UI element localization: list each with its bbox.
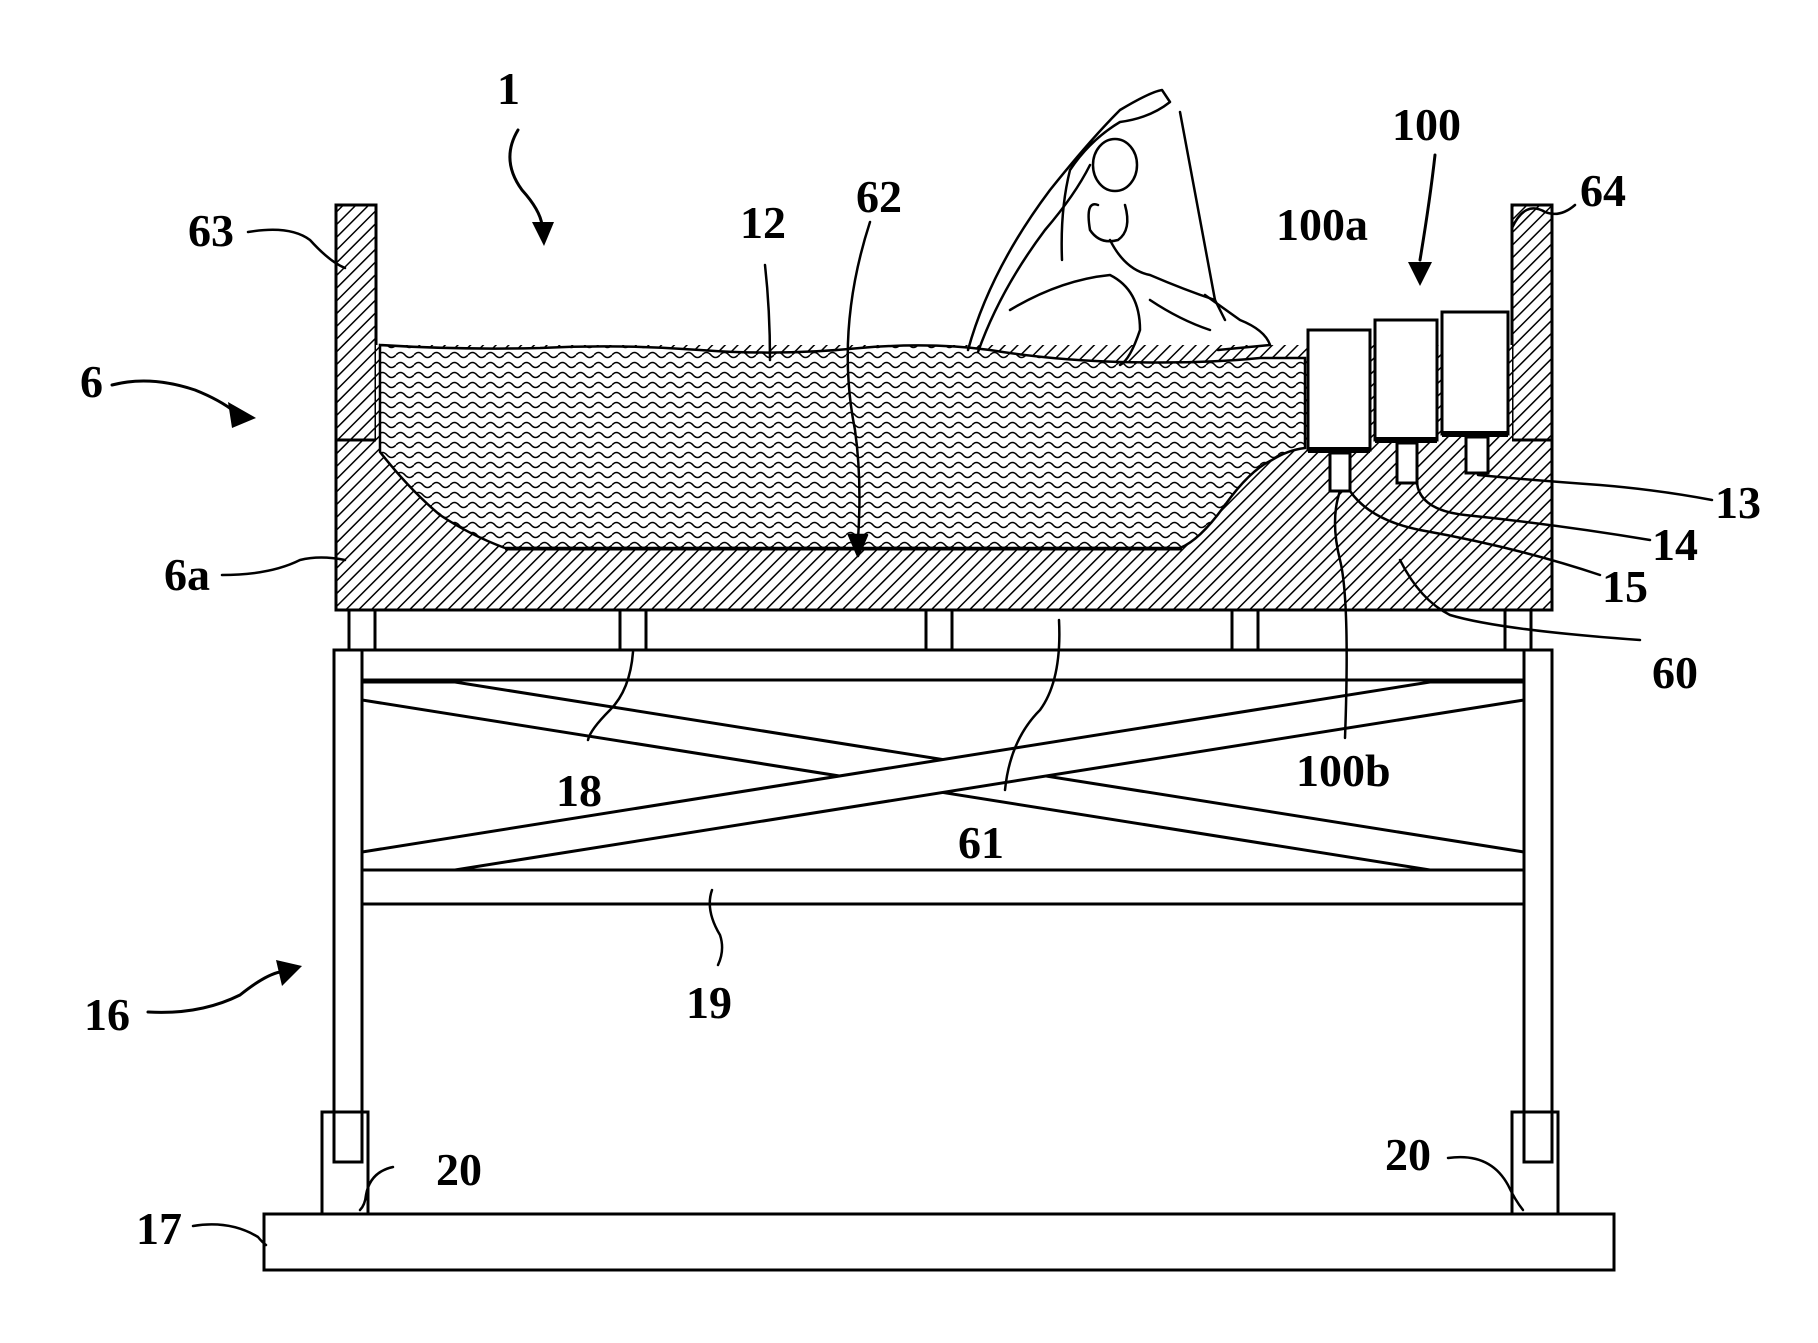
- module-2: [1375, 320, 1437, 440]
- label-100b: 100b: [1296, 745, 1391, 796]
- label-60: 60: [1652, 647, 1698, 698]
- left-leg: [334, 650, 362, 1162]
- label-62: 62: [856, 171, 902, 222]
- arrow-6: [112, 381, 235, 412]
- label-61: 61: [958, 817, 1004, 868]
- base-slab-17: [264, 1214, 1614, 1270]
- label-15: 15: [1602, 561, 1648, 612]
- piston-14: [1397, 443, 1417, 483]
- beam-19: [334, 870, 1552, 904]
- module-3: [1442, 312, 1508, 434]
- piston-15: [1330, 453, 1350, 491]
- arrow-100: [1420, 155, 1435, 260]
- label-19: 19: [686, 977, 732, 1028]
- wave-generator-100: [1308, 312, 1508, 491]
- label-63: 63: [188, 205, 234, 256]
- label-100: 100: [1392, 99, 1461, 150]
- label-16: 16: [84, 989, 130, 1040]
- label-100a: 100a: [1276, 199, 1368, 250]
- module-100a: [1308, 330, 1370, 450]
- label-17: 17: [136, 1203, 182, 1254]
- support-posts-18: [349, 610, 1531, 652]
- label-14: 14: [1652, 519, 1698, 570]
- piston-13: [1466, 437, 1488, 473]
- label-64: 64: [1580, 165, 1626, 216]
- right-leg: [1524, 650, 1552, 1162]
- arrow-16: [148, 972, 280, 1012]
- arrow-1: [510, 130, 542, 225]
- label-1: 1: [497, 63, 520, 114]
- right-wall-64: [1512, 205, 1552, 455]
- label-12: 12: [740, 197, 786, 248]
- left-wall-63: [336, 205, 376, 455]
- label-18: 18: [556, 765, 602, 816]
- top-beam: [334, 650, 1552, 680]
- label-20-right: 20: [1385, 1129, 1431, 1180]
- label-20-left: 20: [436, 1144, 482, 1195]
- label-6a: 6a: [164, 549, 210, 600]
- label-13: 13: [1715, 477, 1761, 528]
- label-6: 6: [80, 356, 103, 407]
- water-12: [380, 345, 1305, 548]
- surfer-figure: [968, 90, 1270, 365]
